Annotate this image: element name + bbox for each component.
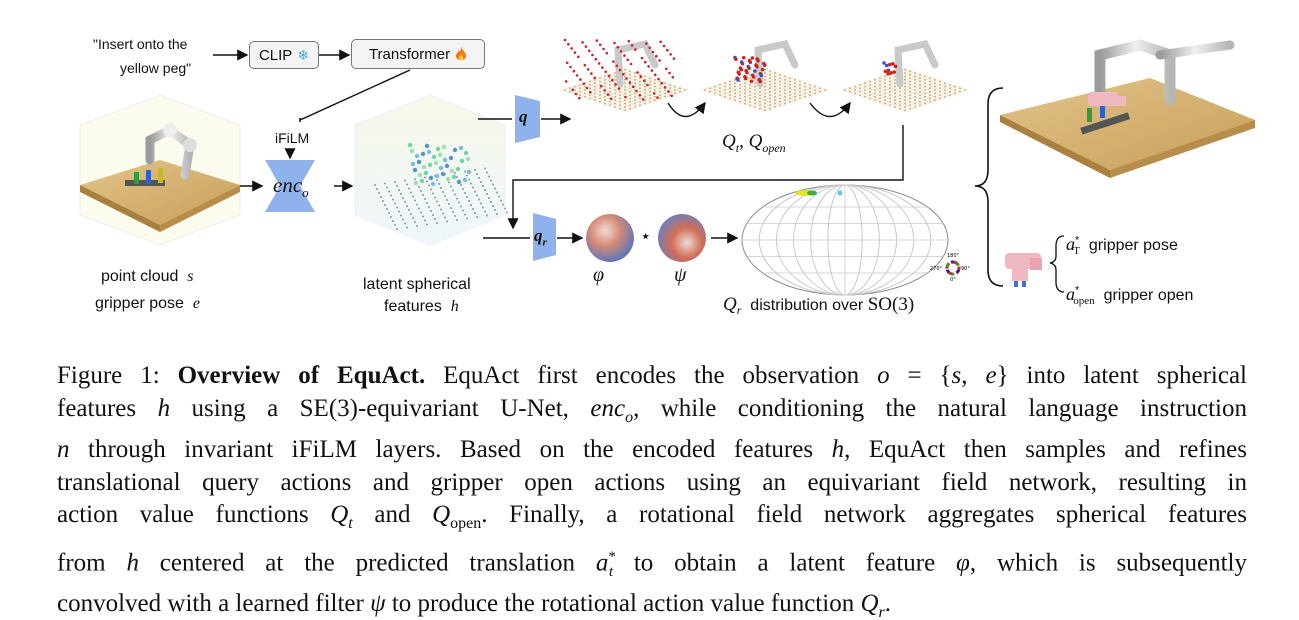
- convolution-star: ⋆: [640, 226, 652, 246]
- a-open-label: a*open gripper open: [1066, 284, 1194, 308]
- instruction-line-1: "Insert onto the: [93, 36, 188, 52]
- encoder-block: [265, 160, 315, 212]
- so3-distribution-plot: [741, 184, 949, 296]
- wheel-270-label: 270°: [930, 266, 943, 272]
- small-brace: [1049, 235, 1065, 293]
- qt-qopen-label: Qt, Qopen: [722, 131, 786, 155]
- figure-diagram: 180° 270° 90° 0°: [79, 36, 1255, 318]
- transformer-box: Transformer: [351, 39, 485, 69]
- caption-line-7: convolved with a learned filter ψ to pro…: [57, 590, 891, 620]
- point-cloud-scene: [79, 94, 241, 246]
- latent-feature-scene: [354, 94, 508, 246]
- gripper-pose-label: gripper pose e: [95, 295, 200, 312]
- latent-label-1: latent spherical: [363, 276, 471, 293]
- colorwheel-legend: 180° 270° 90° 0°: [930, 253, 970, 283]
- fire-icon: [455, 46, 467, 60]
- caption-line-3: n through invariant iFiLM layers. Based …: [57, 436, 1247, 463]
- phi-sphere: [586, 214, 634, 262]
- latent-label-2: features h: [384, 298, 459, 315]
- result-scene: [1000, 39, 1255, 178]
- wheel-180-label: 180°: [947, 253, 960, 259]
- encoder-label: enco: [273, 173, 309, 201]
- q-network: [515, 95, 540, 143]
- qr-network: [533, 213, 556, 261]
- figure-caption: Figure 1: Overview of EquAct. EquAct fir…: [57, 360, 1247, 620]
- psi-label: ψ: [674, 264, 687, 286]
- point-cloud-label: point cloud s: [101, 268, 194, 285]
- qr-label: qr: [534, 226, 547, 249]
- clip-box: CLIP ❄: [249, 41, 319, 69]
- ifilm-label: iFiLM: [275, 130, 310, 146]
- transformer-label: Transformer: [368, 45, 451, 63]
- caption-line-6: from h centered at the predicted transla…: [57, 548, 1247, 580]
- caption-line-4: translational query actions and gripper …: [57, 468, 1247, 496]
- q-label: q: [519, 107, 528, 126]
- diagram-canvas: 180° 270° 90° 0°: [79, 38, 1255, 296]
- psi-sphere: [658, 214, 706, 262]
- brace: [974, 87, 1004, 287]
- clip-label: CLIP: [258, 46, 293, 64]
- caption-line-1: Figure 1: Overview of EquAct. EquAct fir…: [57, 362, 1248, 389]
- gripper-icon: [1005, 253, 1042, 287]
- wheel-0-label: 0°: [950, 277, 956, 283]
- caption-line-5: action value functions Qt and Qopen. Fin…: [57, 501, 1248, 532]
- wheel-90-label: 90°: [961, 266, 970, 272]
- caption-line-2: features h using a SE(3)-equivariant U-N…: [57, 394, 1247, 426]
- phi-label: φ: [593, 264, 605, 286]
- instruction-line-2: yellow peg": [120, 60, 192, 76]
- snowflake-icon: ❄: [297, 46, 310, 63]
- qr-distribution-label: Qr distribution over SO(3): [723, 294, 915, 318]
- qt-qopen-scenes: [560, 38, 970, 112]
- a-t-label: a*T gripper pose: [1066, 234, 1178, 258]
